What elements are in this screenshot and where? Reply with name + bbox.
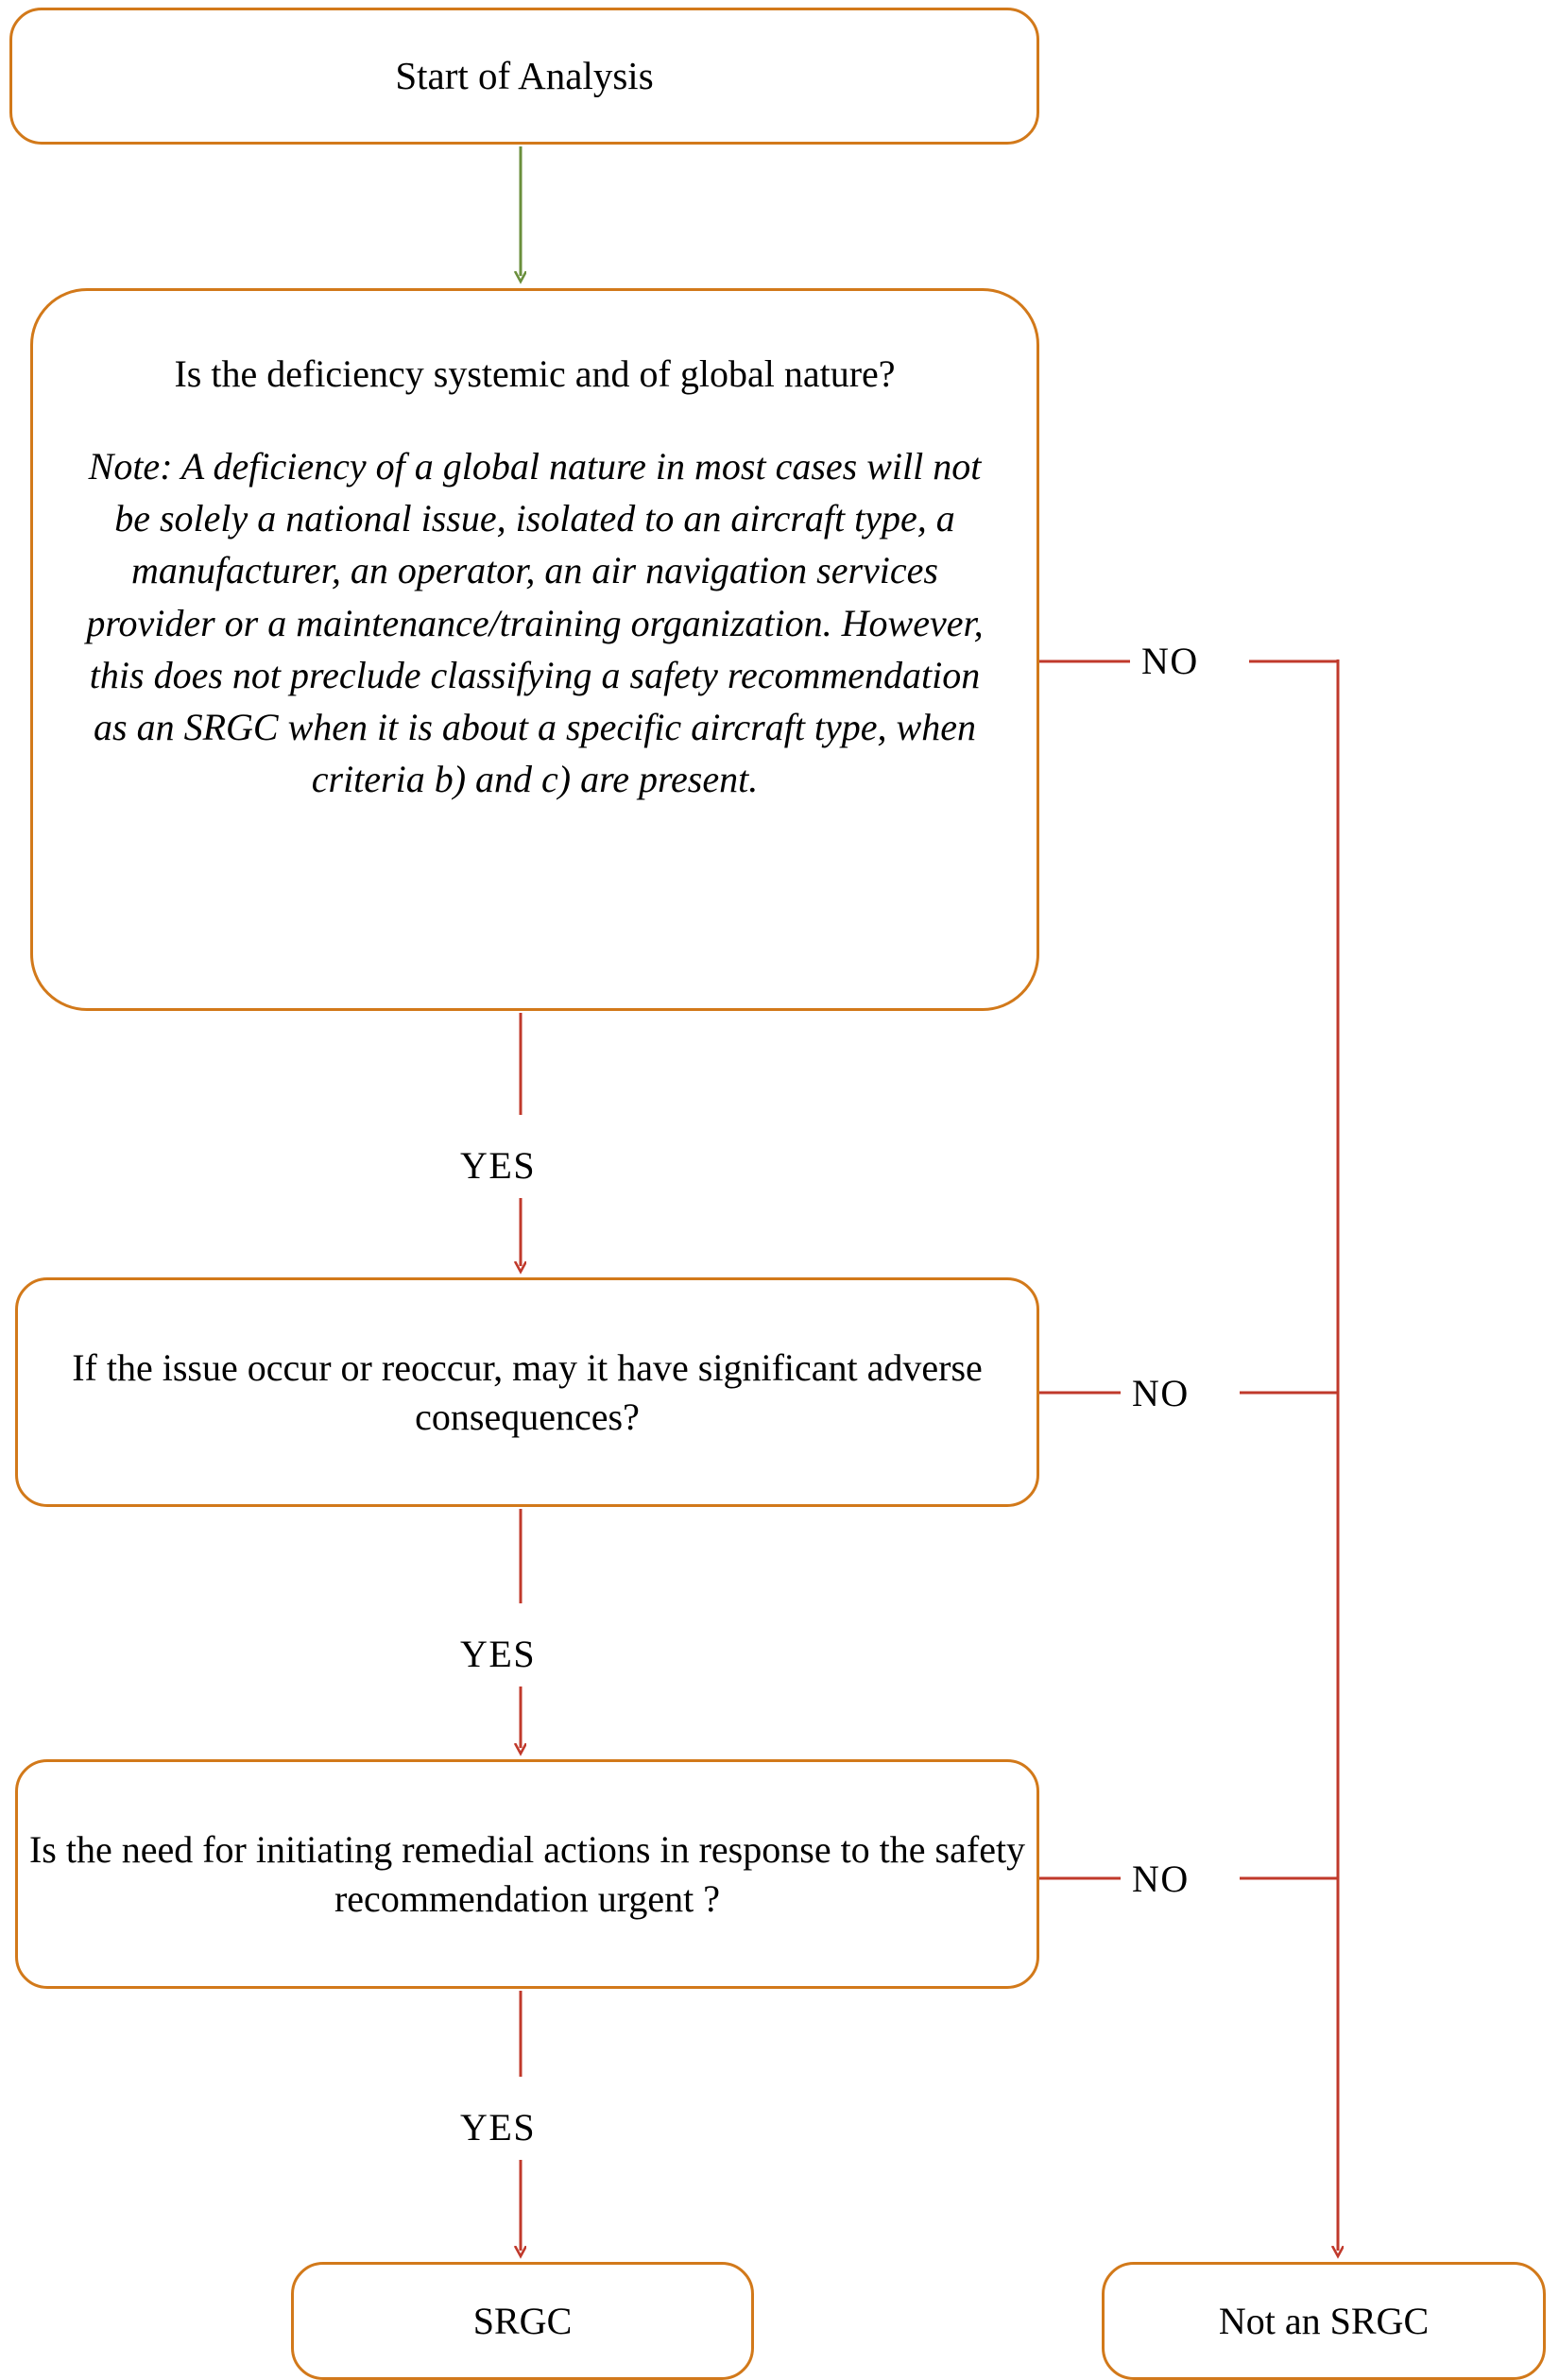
edge-label-q1-yes: YES	[460, 1144, 537, 1187]
edge-label-q2-yes: YES	[460, 1633, 537, 1675]
node-srgc-label: SRGC	[472, 2299, 573, 2342]
node-result-not-srgc[interactable]: Not an SRGC	[1102, 2262, 1546, 2380]
edge-label-q2-no: NO	[1132, 1372, 1190, 1414]
node-q1-note: Note: A deficiency of a global nature in…	[86, 445, 984, 801]
node-q1-label: Is the deficiency systemic and of global…	[174, 352, 896, 395]
edge-label-q3-yes: YES	[460, 2106, 537, 2149]
edge-label-q3-no: NO	[1132, 1858, 1190, 1900]
node-start-label: Start of Analysis	[395, 54, 654, 98]
node-question-adverse-consequences[interactable]: If the issue occur or reoccur, may it ha…	[15, 1277, 1039, 1507]
node-not-srgc-label: Not an SRGC	[1218, 2299, 1430, 2342]
node-start-of-analysis[interactable]: Start of Analysis	[9, 8, 1039, 145]
edge-label-q1-no: NO	[1141, 640, 1199, 682]
node-question-systemic-global[interactable]: Is the deficiency systemic and of global…	[30, 288, 1039, 1011]
node-q3-label: Is the need for initiating remedial acti…	[28, 1828, 1026, 1920]
node-result-srgc[interactable]: SRGC	[291, 2262, 754, 2380]
node-question-urgent-remedial-action[interactable]: Is the need for initiating remedial acti…	[15, 1759, 1039, 1989]
node-q2-label: If the issue occur or reoccur, may it ha…	[72, 1346, 983, 1438]
